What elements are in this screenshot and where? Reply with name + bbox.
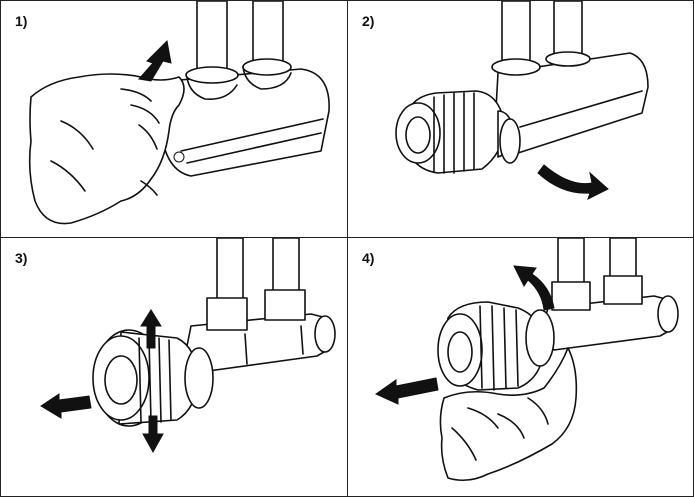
panel-step-3: 3) (1, 238, 348, 497)
panel-step-2: 2) (348, 1, 694, 238)
valve-body (491, 51, 649, 154)
step-4-illustration (374, 238, 679, 482)
pipe-left (501, 1, 531, 64)
thermostatic-head (437, 301, 555, 391)
panel-step-4: 4) (348, 238, 694, 497)
step-2-label: 2) (362, 13, 375, 29)
step-3-label: 3) (15, 250, 28, 266)
hand (439, 347, 578, 482)
rotation-arrow (537, 164, 609, 200)
step-1-illustration (28, 1, 330, 225)
step-4-label: 4) (362, 250, 375, 266)
thermostatic-head (395, 90, 521, 174)
valve-body (160, 58, 330, 177)
valve-body (542, 275, 679, 351)
pipe-right (252, 1, 284, 66)
step-3-illustration (40, 238, 336, 454)
down-arrow (142, 415, 164, 454)
pipe-left (196, 1, 228, 72)
panel-step-1: 1) (1, 1, 348, 238)
rotation-arrow (513, 265, 555, 311)
valve-body (186, 289, 336, 373)
step-2-illustration (395, 1, 649, 200)
step-1-label: 1) (15, 13, 28, 29)
left-arrow (374, 377, 439, 405)
pipe-right (553, 1, 583, 58)
pipe-left (216, 238, 244, 301)
hand (28, 73, 185, 225)
up-arrow (138, 39, 172, 82)
pipe-right (272, 238, 300, 293)
up-arrow (140, 309, 162, 349)
left-arrow (40, 393, 92, 419)
thermostatic-head (92, 329, 214, 427)
